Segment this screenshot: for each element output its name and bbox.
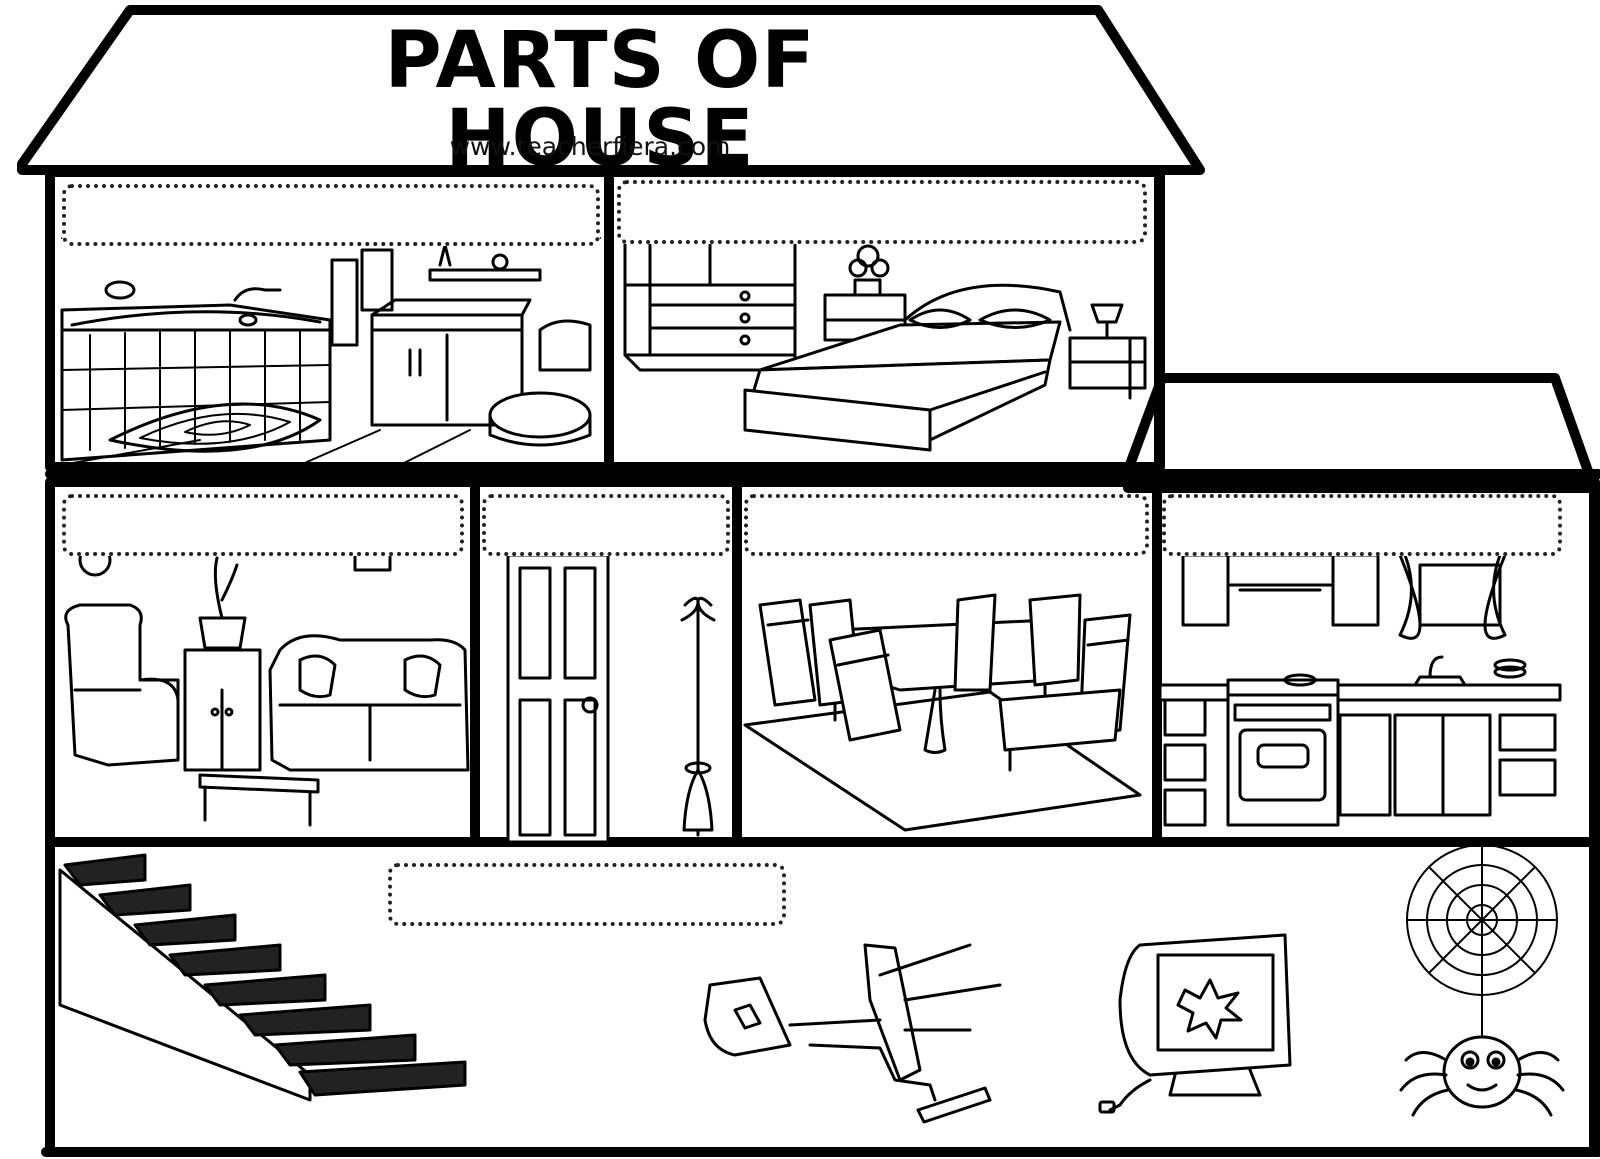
hall-illustration [506,553,716,844]
living-room-illustration [64,543,470,827]
spider-web [1406,844,1558,1036]
broken-chair [703,943,1002,1124]
kitchen-illustration [1158,553,1562,827]
website-url: www.teacherfiera.com [449,132,731,161]
main-roof [17,5,1205,175]
staircase [63,853,467,1097]
label-box-attic[interactable] [388,863,786,926]
broken-computer [1098,933,1292,1114]
bathroom-illustration [60,237,601,466]
label-box-living-room[interactable] [62,494,464,556]
label-box-dining-room[interactable] [744,494,1149,556]
label-box-hall[interactable] [482,494,730,556]
label-box-kitchen[interactable] [1162,494,1562,556]
dining-room-illustration [743,548,1142,832]
spider [1399,1035,1565,1117]
label-box-bathroom[interactable] [62,184,600,246]
bedroom-illustration [623,238,1147,452]
attic-illustration [58,844,1565,1124]
label-box-bedroom[interactable] [617,180,1147,244]
worksheet-title: PARTS OF HOUSE [384,16,816,184]
